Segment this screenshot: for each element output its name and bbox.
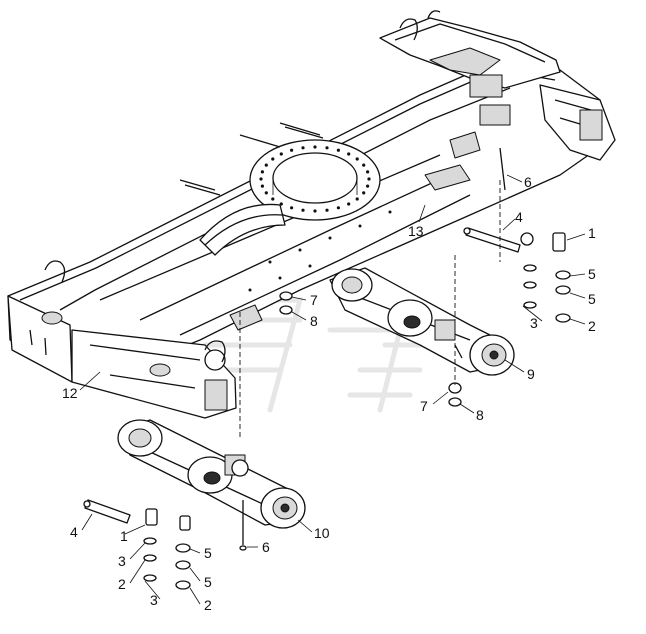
callout-label: 2 (588, 318, 596, 334)
callout-labels: 1 5 5 3 2 4 6 13 7 8 9 7 8 12 1 4 3 5 2 … (62, 174, 596, 613)
axle-assembly-front (117, 419, 306, 529)
bolt-hole (313, 209, 317, 213)
hardware-parts (83, 227, 571, 590)
bolt-hole (271, 157, 275, 161)
rivet (308, 264, 312, 268)
callout-label: 2 (204, 597, 212, 613)
bolt-hole (355, 157, 359, 161)
bolt-hole (325, 208, 329, 212)
assembly-guide-lines (239, 180, 501, 440)
callout-label: 12 (62, 385, 78, 401)
bolt-hole (336, 206, 340, 210)
bolt-hole (301, 208, 305, 212)
callout-label: 13 (408, 223, 424, 239)
bolt-hole (260, 170, 264, 174)
bushing-part-1 (552, 232, 566, 252)
callout-label: 3 (530, 315, 538, 331)
bolt-hole (366, 184, 370, 188)
rivet (388, 210, 392, 214)
callout-label: 8 (310, 313, 318, 329)
rivet (298, 248, 302, 252)
bolt-hole (347, 202, 351, 206)
callout-label: 6 (262, 539, 270, 555)
callout-label: 10 (314, 525, 330, 541)
axle-assembly-rear (329, 267, 515, 376)
callout-label: 3 (118, 553, 126, 569)
callout-label: 8 (476, 407, 484, 423)
callout-label: 1 (588, 225, 596, 241)
bolt-hole (367, 177, 371, 181)
leader-lines (79, 174, 586, 605)
bolt-hole (290, 148, 294, 152)
bolt-hole (301, 146, 305, 150)
frame-rivets (248, 210, 392, 292)
bolt-hole (260, 184, 264, 188)
bolt-hole (279, 152, 283, 156)
bolt-hole (264, 191, 268, 195)
rivet (358, 224, 362, 228)
rivet (248, 288, 252, 292)
callout-label: 7 (420, 398, 428, 414)
callout-label: 7 (310, 292, 318, 308)
callout-label: 3 (150, 592, 158, 608)
callout-label: 5 (588, 291, 596, 307)
bolt-hole (347, 152, 351, 156)
rivet (328, 236, 332, 240)
callout-label: 4 (70, 524, 78, 540)
callout-label: 5 (204, 545, 212, 561)
bolt-hole (355, 197, 359, 201)
callout-label: 4 (515, 209, 523, 225)
bolt-hole (313, 145, 317, 149)
bolt-hole (362, 191, 366, 195)
bolt-hole (325, 146, 329, 150)
callout-label: 6 (524, 174, 532, 190)
callout-label: 5 (204, 574, 212, 590)
bolt-hole (290, 206, 294, 210)
rivet (278, 276, 282, 280)
cylinder-part-4 (465, 227, 521, 253)
turntable-bolt-ring (259, 145, 371, 213)
callout-label: 1 (120, 528, 128, 544)
cylinder-part-4-lower (84, 499, 131, 524)
bolt-hole (366, 170, 370, 174)
bolt-hole (264, 163, 268, 167)
callout-label: 9 (527, 366, 535, 382)
bolt-hole (271, 197, 275, 201)
callout-label: 2 (118, 576, 126, 592)
bolt-hole (259, 177, 263, 181)
rivet (268, 260, 272, 264)
callout-label: 5 (588, 266, 596, 282)
bolt-hole (362, 163, 366, 167)
bolt-hole (336, 148, 340, 152)
vehicle-frame (7, 10, 616, 419)
